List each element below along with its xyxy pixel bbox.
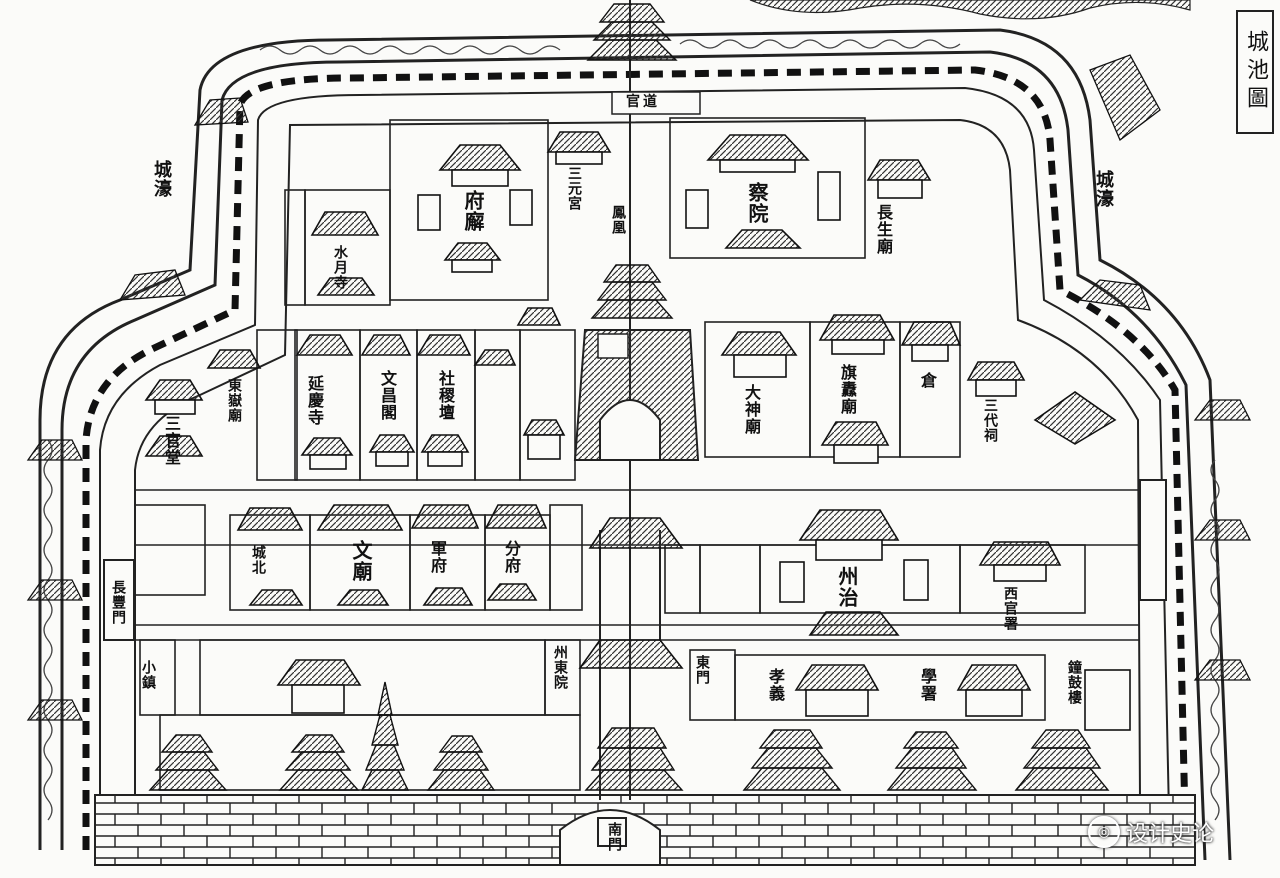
label-guandao: 官道 bbox=[626, 94, 660, 110]
map-title-box: 城池圖 bbox=[1236, 10, 1274, 134]
label-nanmen: 南門 bbox=[606, 822, 622, 852]
label-wenmiao: 文廟 bbox=[349, 540, 373, 582]
label-zhouzhi: 州治 bbox=[835, 566, 859, 608]
label-xiaozhen: 小鎮 bbox=[140, 660, 156, 690]
label-xueshu: 學署 bbox=[918, 668, 937, 702]
east-gate bbox=[1139, 479, 1167, 601]
label-chayuan: 察院 bbox=[745, 182, 769, 224]
moat-label-left: 城濠 bbox=[151, 160, 172, 198]
watermark: ◎ 设计史论 bbox=[1088, 812, 1258, 852]
west-gate bbox=[103, 559, 135, 641]
drum-tower bbox=[573, 329, 700, 461]
label-sancan: 三官堂 bbox=[162, 415, 181, 466]
label-dongmen: 東門 bbox=[694, 655, 710, 685]
north-gate-box bbox=[611, 91, 701, 115]
label-changsheng: 長生廟 bbox=[874, 204, 893, 255]
inner-road bbox=[134, 118, 1141, 801]
label-huangwei: 鐘鼓樓 bbox=[1066, 660, 1082, 705]
watermark-logo-icon: ◎ bbox=[1088, 816, 1120, 848]
label-xiguanshu: 西官署 bbox=[1002, 586, 1018, 631]
city-wall-dashed bbox=[82, 66, 1190, 861]
pagodas bbox=[148, 3, 1110, 791]
label-changfeng: 長豐門 bbox=[110, 580, 126, 625]
northeast-hills bbox=[749, 0, 1191, 20]
label-xiaoyi: 孝義 bbox=[766, 668, 785, 702]
label-fuguan: 府廨 bbox=[461, 190, 485, 232]
label-shejiyuan: 社稷壇 bbox=[436, 370, 455, 421]
label-chengbei: 城北 bbox=[250, 545, 266, 575]
label-zhouyuan: 州東院 bbox=[552, 645, 568, 690]
label-junfu: 軍府 bbox=[428, 540, 447, 574]
label-cang: 倉 bbox=[918, 372, 937, 389]
label-yanqing: 延慶寺 bbox=[305, 375, 324, 426]
label-sanyuan: 三元宮 bbox=[566, 166, 582, 211]
label-dashen: 大神廟 bbox=[742, 384, 761, 435]
label-fenghuang: 鳳凰 bbox=[610, 205, 626, 235]
label-qiyan: 旗纛廟 bbox=[838, 364, 857, 415]
city-wall-inner-line bbox=[99, 86, 1171, 861]
label-dongyue: 東嶽廟 bbox=[226, 378, 242, 423]
label-wenchang: 文昌閣 bbox=[378, 370, 397, 421]
buildings bbox=[144, 131, 1131, 731]
watermark-text: 设计史论 bbox=[1126, 822, 1215, 847]
label-sandai: 三代祠 bbox=[982, 398, 998, 443]
label-fengfu: 分府 bbox=[502, 540, 521, 574]
map-title: 城池圖 bbox=[1243, 30, 1268, 114]
moat-label-right: 城濠 bbox=[1093, 170, 1114, 208]
label-shuiyue: 水月寺 bbox=[332, 245, 348, 290]
wall-towers bbox=[26, 54, 1252, 721]
